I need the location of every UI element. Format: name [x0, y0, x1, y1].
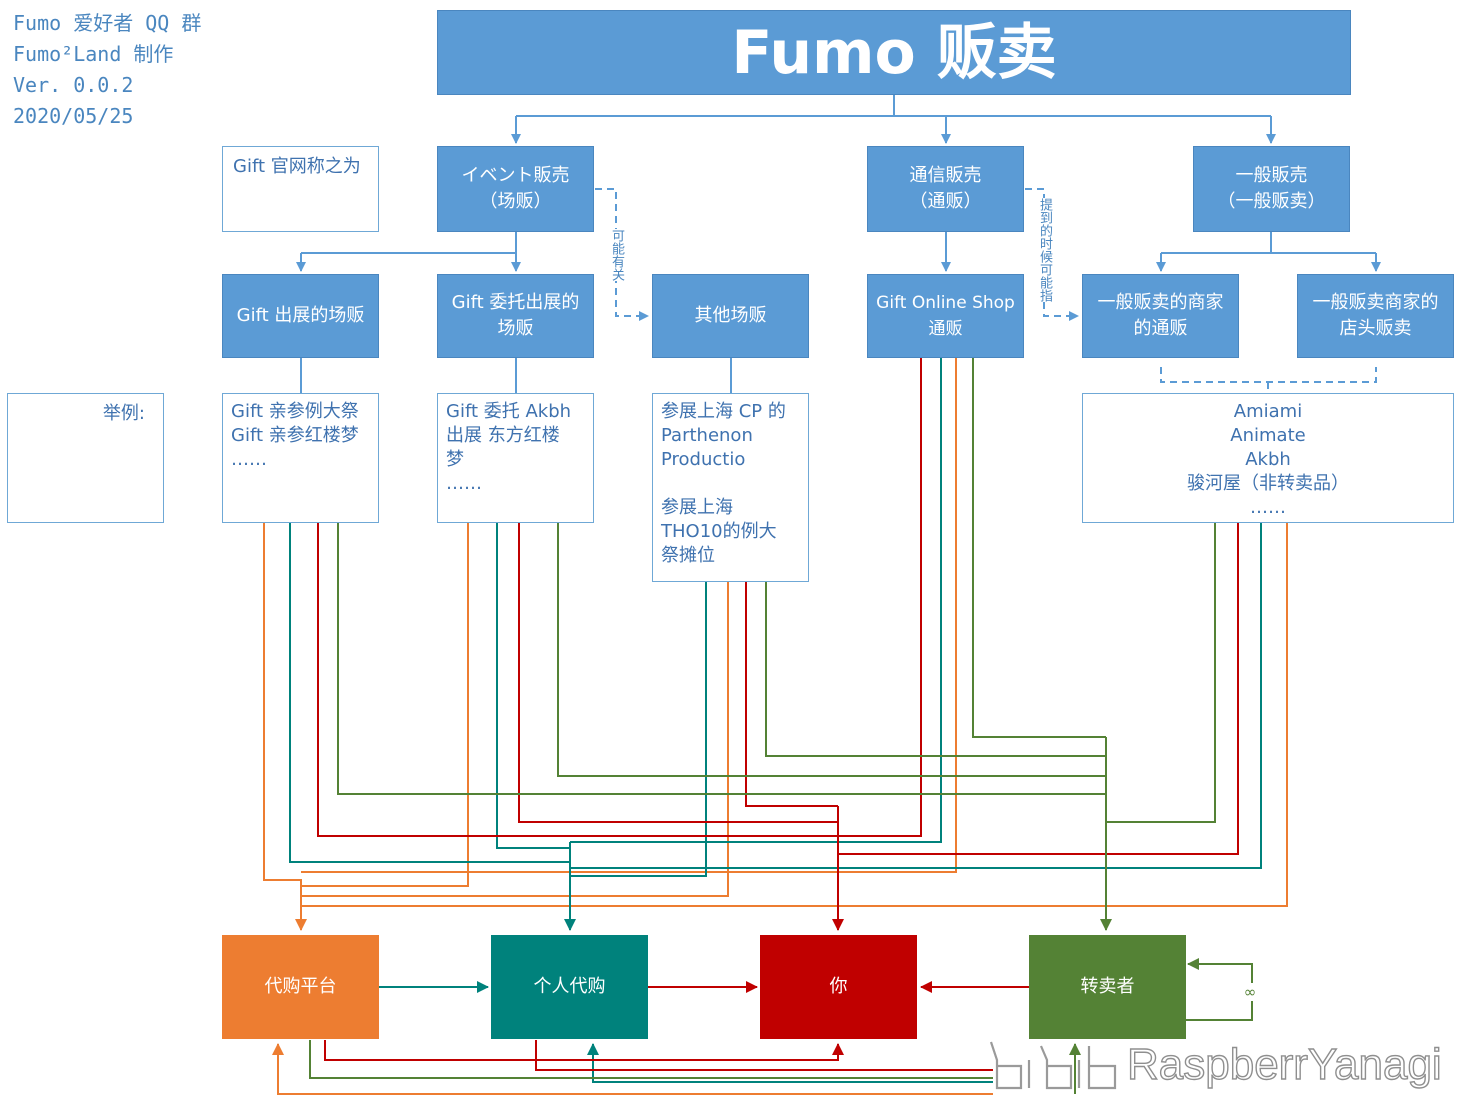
watermark: RaspberrYanagi [985, 1036, 1455, 1094]
example-line: 参展上海 CP 的 [661, 401, 786, 422]
mail-sales-sub: （通贩） [909, 191, 982, 212]
watermark-text: RaspberrYanagi [1126, 1039, 1442, 1089]
general-sales-label: 一般販売 [1235, 165, 1308, 186]
example-line: Parthenon [661, 425, 753, 446]
maybe-refers-label: 提到的时候可能指 [1037, 198, 1052, 302]
example-line: 祭摊位 [661, 545, 715, 566]
general-mail-box: 一般贩卖的商家 的通贩 [1082, 274, 1239, 358]
general-sales-box: 一般販売 （一般贩卖） [1193, 146, 1350, 232]
example-line: Akbh [1245, 449, 1291, 470]
example-line: 参展上海 [661, 497, 733, 518]
example-line: …… [1250, 497, 1286, 518]
meta-line-1: Fumo 爱好者 QQ 群 [13, 11, 202, 35]
gift-naming-note: Gift 官网称之为 [222, 146, 379, 232]
gift-commission-box: Gift 委托出展的 场贩 [437, 274, 594, 358]
gift-commission-examples: Gift 委托 Akbh 出展 东方红楼 梦 …… [437, 393, 594, 523]
reseller-label: 转卖者 [1080, 976, 1135, 997]
gift-online-box: Gift Online Shop 通贩 [867, 274, 1024, 358]
example-line: Gift 委托 Akbh [446, 401, 572, 422]
gift-online-sub: 通贩 [928, 319, 963, 339]
example-line: …… [231, 449, 267, 470]
example-line: Amiami [1233, 401, 1303, 422]
example-label: 举例: [102, 403, 145, 424]
example-line: Gift 亲参例大祭 [231, 401, 359, 422]
meta-info: Fumo 爱好者 QQ 群 Fumo²Land 制作 Ver. 0.0.2 20… [13, 8, 201, 132]
example-line: THO10的例大 [661, 521, 777, 542]
general-examples: Amiami Animate Akbh 骏河屋（非转卖品） …… [1082, 393, 1454, 523]
example-line: Animate [1230, 425, 1306, 446]
gift-commission-label: Gift 委托出展的 [451, 292, 580, 313]
example-line: 出展 东方红楼 [446, 425, 560, 446]
gift-online-label: Gift Online Shop [876, 293, 1015, 313]
event-sales-label: イベント販売 [461, 165, 570, 186]
example-line [661, 472, 800, 496]
gift-naming-text: Gift 官网称之为 [233, 156, 361, 177]
meta-line-3: Ver. 0.0.2 [13, 73, 134, 97]
general-store-sub: 店头贩卖 [1339, 318, 1412, 339]
purchasing-platform-box: 代购平台 [222, 935, 379, 1039]
other-booth-examples: 参展上海 CP 的 Parthenon Productio 参展上海 THO10… [652, 393, 809, 582]
you-box: 你 [760, 935, 917, 1039]
meta-line-2: Fumo²Land 制作 [13, 42, 174, 66]
example-line: Productio [661, 449, 746, 470]
general-mail-label: 一般贩卖的商家 [1097, 292, 1224, 313]
gift-booth-label: Gift 出展的场贩 [236, 305, 365, 326]
maybe-related-label: 可能有关 [609, 229, 624, 281]
example-line: 骏河屋（非转卖品） [1187, 473, 1349, 494]
gift-commission-sub: 场贩 [497, 318, 534, 339]
infinity-label: ∞ [1241, 983, 1259, 1001]
general-mail-sub: 的通贩 [1133, 318, 1188, 339]
purchasing-platform-label: 代购平台 [264, 976, 337, 997]
example-note: 举例: [7, 393, 164, 523]
mail-sales-box: 通信販売 （通贩） [867, 146, 1024, 232]
example-line: 梦 [446, 449, 464, 470]
you-label: 你 [829, 976, 848, 997]
meta-line-4: 2020/05/25 [13, 104, 134, 128]
example-line: Gift 亲参红楼梦 [231, 425, 359, 446]
page-title: Fumo 贩卖 [731, 17, 1057, 88]
general-store-box: 一般贩卖商家的 店头贩卖 [1297, 274, 1454, 358]
personal-agent-box: 个人代购 [491, 935, 648, 1039]
event-sales-sub: （场贩） [479, 191, 552, 212]
example-line: …… [446, 473, 482, 494]
personal-agent-label: 个人代购 [533, 976, 606, 997]
general-store-label: 一般贩卖商家的 [1312, 292, 1439, 313]
gift-booth-box: Gift 出展的场贩 [222, 274, 379, 358]
bilibili-logo-icon [989, 1041, 1117, 1090]
reseller-box: 转卖者 [1029, 935, 1186, 1039]
mail-sales-label: 通信販売 [909, 165, 982, 186]
general-sales-sub: （一般贩卖） [1217, 191, 1326, 212]
other-booth-box: 其他场贩 [652, 274, 809, 358]
other-booth-label: 其他场贩 [694, 305, 767, 326]
gift-booth-examples: Gift 亲参例大祭 Gift 亲参红楼梦 …… [222, 393, 379, 523]
event-sales-box: イベント販売 （场贩） [437, 146, 594, 232]
title-box: Fumo 贩卖 [437, 10, 1351, 95]
